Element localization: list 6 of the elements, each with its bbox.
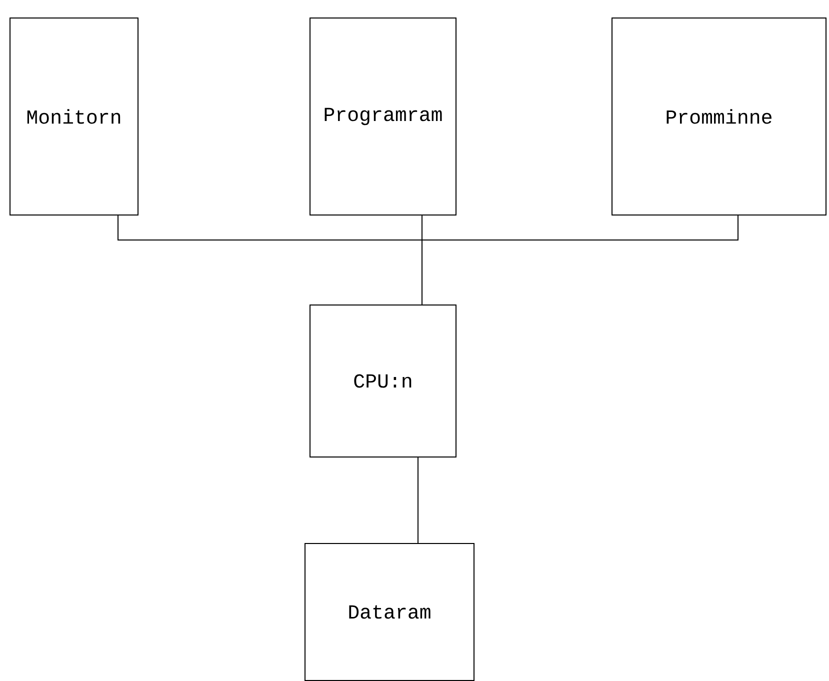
process-box: Promminne [612, 18, 826, 216]
process-box: CPU:n [310, 304, 456, 458]
process-box: Programram [310, 18, 456, 216]
process-box: Dataram [304, 542, 474, 681]
connector-line [422, 215, 738, 305]
process-box: Monitorn [10, 18, 138, 216]
